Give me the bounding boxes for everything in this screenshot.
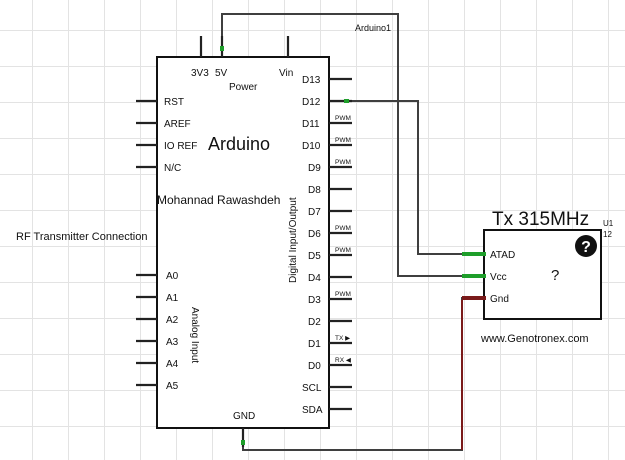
pin-label-d3: D3	[308, 295, 321, 306]
transmitter-unknown-mark: ?	[551, 267, 559, 284]
pin-label-a2: A2	[166, 315, 179, 326]
pwm-tag-d9: PWM	[335, 159, 351, 166]
pin-label-d5: D5	[308, 251, 321, 262]
wire-d12-to-data[interactable]	[352, 100, 484, 255]
connector-data	[462, 252, 486, 256]
connector-gnd-red	[462, 296, 486, 300]
analog-input-label: Analog Input	[189, 307, 200, 363]
pin-label-a3: A3	[166, 337, 179, 348]
rx-tag-d0: RX ◀	[335, 357, 352, 364]
pwm-tag-d5: PWM	[335, 247, 351, 254]
pin-label-d10: D10	[302, 141, 321, 152]
wire-5v-to-vcc[interactable]	[221, 13, 484, 277]
tx-tag-d1: TX ▶	[335, 335, 351, 342]
pin-label-d4: D4	[308, 273, 321, 284]
pin-label-gnd: GND	[233, 411, 255, 422]
help-circle-icon[interactable]	[575, 235, 597, 257]
power-label: Power	[229, 82, 258, 93]
pin-label-rst: RST	[164, 97, 184, 108]
pin-label-d13: D13	[302, 75, 321, 86]
tx-pin-label-atad: ATAD	[490, 250, 515, 261]
transmitter-ref-u1: U1	[603, 219, 614, 228]
connector-d12	[344, 99, 349, 103]
transmitter-title: Tx 315MHz	[492, 209, 589, 230]
digital-io-label: Digital Input/Output	[288, 197, 299, 283]
arduino-ref-label: Arduino1	[355, 23, 391, 33]
connector-gnd	[241, 440, 245, 445]
pin-label-a0: A0	[166, 271, 179, 282]
pin-label-d12: D12	[302, 97, 321, 108]
pin-label-nc: N/C	[164, 163, 181, 174]
pin-label-a1: A1	[166, 293, 179, 304]
pwm-tag-d10: PWM	[335, 137, 351, 144]
pin-label-d8: D8	[308, 185, 321, 196]
pin-label-aref: AREF	[164, 119, 191, 130]
pin-label-ioref: IO REF	[164, 141, 197, 152]
pwm-tag-d3: PWM	[335, 291, 351, 298]
pin-label-d9: D9	[308, 163, 321, 174]
connector-5v	[220, 46, 224, 51]
pin-label-a4: A4	[166, 359, 179, 370]
pin-label-d7: D7	[308, 207, 321, 218]
pin-label-d2: D2	[308, 317, 321, 328]
website-label: www.Genotronex.com	[480, 333, 589, 345]
tx-pin-label-gnd: Gnd	[490, 294, 509, 305]
pin-label-d1: D1	[308, 339, 321, 350]
digital-pins: D13 D12 D11 D10 D9 D8 D7 D6 D5 D4 D3 D2 …	[302, 75, 352, 416]
pin-label-vin: Vin	[279, 68, 293, 79]
connector-vcc	[462, 274, 486, 278]
pin-label-d11: D11	[302, 119, 320, 130]
pin-label-sda: SDA	[302, 405, 323, 416]
arduino-title: Arduino	[208, 134, 270, 154]
pin-label-d6: D6	[308, 229, 321, 240]
arduino-body[interactable]	[156, 56, 330, 429]
analog-pins: A0 A1 A2 A3 A4 A5	[136, 271, 179, 392]
pin-label-a5: A5	[166, 381, 179, 392]
pin-label-scl: SCL	[302, 383, 322, 394]
pin-label-3v3: 3V3	[191, 68, 209, 79]
transmitter-ref-num: 12	[603, 230, 612, 239]
tx-pin-label-vcc: Vcc	[490, 272, 507, 283]
help-question-glyph: ?	[581, 239, 591, 256]
author-label: Mohannad Rawashdeh	[157, 193, 280, 207]
left-top-pins: RST AREF IO REF N/C	[136, 97, 197, 174]
project-title: RF Transmitter Connection	[16, 231, 147, 243]
pwm-tag-d6: PWM	[335, 225, 351, 232]
pin-label-d0: D0	[308, 361, 321, 372]
pin-label-5v: 5V	[215, 68, 228, 79]
pwm-tag-d11: PWM	[335, 115, 351, 122]
